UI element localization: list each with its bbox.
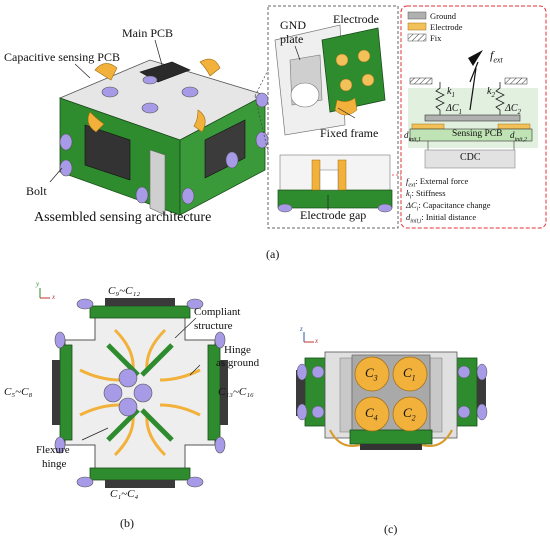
legend-fix-swatch: [407, 33, 427, 42]
detail-box: [267, 5, 399, 229]
label-dinit1: dinit,1: [404, 130, 422, 143]
label-dc2: ΔC2: [505, 103, 522, 116]
eq-k: ki: Stiffness: [406, 188, 446, 201]
model-box: [400, 5, 547, 229]
caption-a: (a): [266, 247, 280, 261]
label-k1: k1: [447, 86, 455, 99]
label-c1: C1: [403, 365, 416, 383]
spring-model: [408, 50, 538, 169]
label-c4: C4: [365, 405, 378, 423]
electrode-c3: [354, 356, 390, 392]
label-electrode-gap: Electrode gap: [300, 208, 367, 222]
label-main-pcb: Main PCB: [122, 26, 174, 40]
label-fext: fext: [490, 48, 503, 65]
label-fixed-frame: Fixed frame: [320, 126, 379, 140]
legend-electrode-swatch: [407, 22, 427, 31]
top-view: [39, 288, 228, 488]
axis-x: x: [52, 293, 56, 301]
detail-lower: [277, 154, 393, 213]
label-sensing-pcb: Sensing PCB: [452, 129, 503, 139]
assembly-3d: [49, 39, 269, 216]
eq-dc: ΔCi: Capacitance change: [406, 200, 491, 213]
label-hinge-1: Hinge: [224, 344, 251, 356]
label-c1-c4: C₁~C₄: [110, 488, 139, 500]
label-assembled: Assembled sensing architecture: [34, 210, 212, 225]
axis-y: y: [36, 280, 40, 288]
legend-ground: Ground: [430, 11, 456, 21]
label-flexure-1: Flexure: [36, 444, 70, 456]
label-gnd-2: plate: [280, 32, 304, 46]
label-dc1: ΔC1: [446, 103, 463, 116]
label-hinge-2: as ground: [216, 357, 260, 369]
label-k2: k2: [487, 86, 495, 99]
label-flexure-2: hinge: [42, 458, 67, 470]
caption-b: (b): [120, 516, 134, 530]
label-c5-c8: C₅~C₈: [4, 386, 33, 398]
label-compliant-1: Compliant: [194, 306, 241, 318]
label-c13-c16: C₁₃~C₁₆: [218, 386, 254, 398]
eq-fext: fext: External force: [406, 176, 469, 189]
side-view: [296, 332, 488, 450]
eq-dinit: dinit,i: Initial distance: [406, 212, 477, 225]
label-dinit2: dinit,2: [510, 130, 528, 143]
legend-ground-swatch: [407, 11, 427, 20]
label-c2: C2: [403, 405, 416, 423]
label-bolt: Bolt: [26, 184, 47, 198]
legend-fix: Fix: [430, 33, 442, 43]
label-electrode: Electrode: [333, 12, 379, 26]
label-gnd-1: GND: [280, 18, 306, 32]
label-c3: C3: [365, 365, 378, 383]
electrode-c2: [392, 396, 428, 432]
label-compliant-2: structure: [194, 320, 233, 332]
caption-c: (c): [384, 522, 398, 536]
legend-electrode: Electrode: [430, 22, 463, 32]
label-capacitive-pcb: Capacitive sensing PCB: [4, 50, 120, 64]
label-cdc: CDC: [460, 152, 481, 163]
electrode-c1: [392, 356, 428, 392]
detail-upper: [274, 24, 386, 136]
label-c9-c12: C₉~C₁₂: [108, 285, 141, 297]
axis-z: z: [300, 325, 303, 333]
electrode-c4: [354, 396, 390, 432]
axis-x-c: x: [315, 337, 319, 345]
